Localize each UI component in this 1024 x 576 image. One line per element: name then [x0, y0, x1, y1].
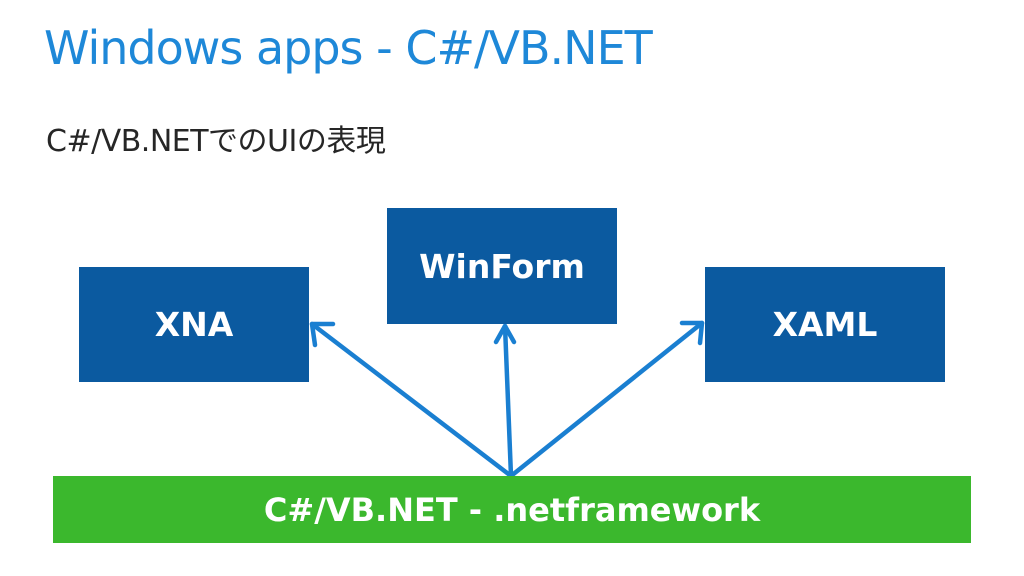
xaml-box: XAML — [705, 267, 945, 382]
slide-title: Windows apps - C#/VB.NET — [44, 21, 653, 75]
slide-subtitle: C#/VB.NETでのUIの表現 — [46, 124, 386, 159]
netframework-box: C#/VB.NET - .netframework — [53, 476, 971, 543]
xna-label: XNA — [154, 305, 234, 344]
xaml-label: XAML — [772, 305, 878, 344]
arrow-to-xna — [309, 321, 514, 479]
netframework-label: C#/VB.NET - .netframework — [263, 490, 761, 529]
winform-label: WinForm — [419, 246, 585, 286]
arrow-to-winform — [493, 323, 517, 479]
winform-box: WinForm — [387, 208, 617, 324]
xna-box: XNA — [79, 267, 309, 382]
arrow-to-xaml — [508, 320, 705, 479]
